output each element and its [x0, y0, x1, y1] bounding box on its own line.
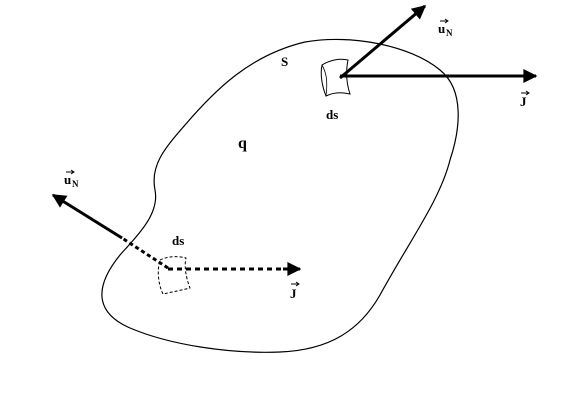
- normal-vector-top-arrow: [339, 4, 427, 80]
- normal-vector-left-arrow: [51, 193, 123, 240]
- current-right-symbol: J: [520, 94, 527, 109]
- current-right-label: J: [520, 90, 530, 109]
- normal-left-label: u N: [64, 169, 79, 189]
- element-bottom-label: ds: [172, 233, 184, 248]
- normal-vector-left-hidden: [121, 236, 169, 270]
- surface-element-top-fold: [321, 64, 328, 97]
- normal-left-symbol: u: [64, 172, 71, 187]
- surface-element-top: [320, 58, 351, 97]
- closed-surface-outline: [101, 38, 459, 353]
- element-top-label: ds: [326, 107, 338, 122]
- normal-left-subscript: N: [72, 179, 79, 189]
- current-bottom-symbol: J: [290, 286, 297, 301]
- normal-top-symbol: u: [438, 21, 445, 36]
- surface-label: S: [281, 54, 288, 69]
- charge-label: q: [238, 135, 247, 152]
- current-bottom-label: J: [290, 281, 300, 301]
- surface-element-bottom: [157, 256, 191, 295]
- normal-top-subscript: N: [446, 28, 453, 38]
- normal-top-label: u N: [438, 18, 453, 38]
